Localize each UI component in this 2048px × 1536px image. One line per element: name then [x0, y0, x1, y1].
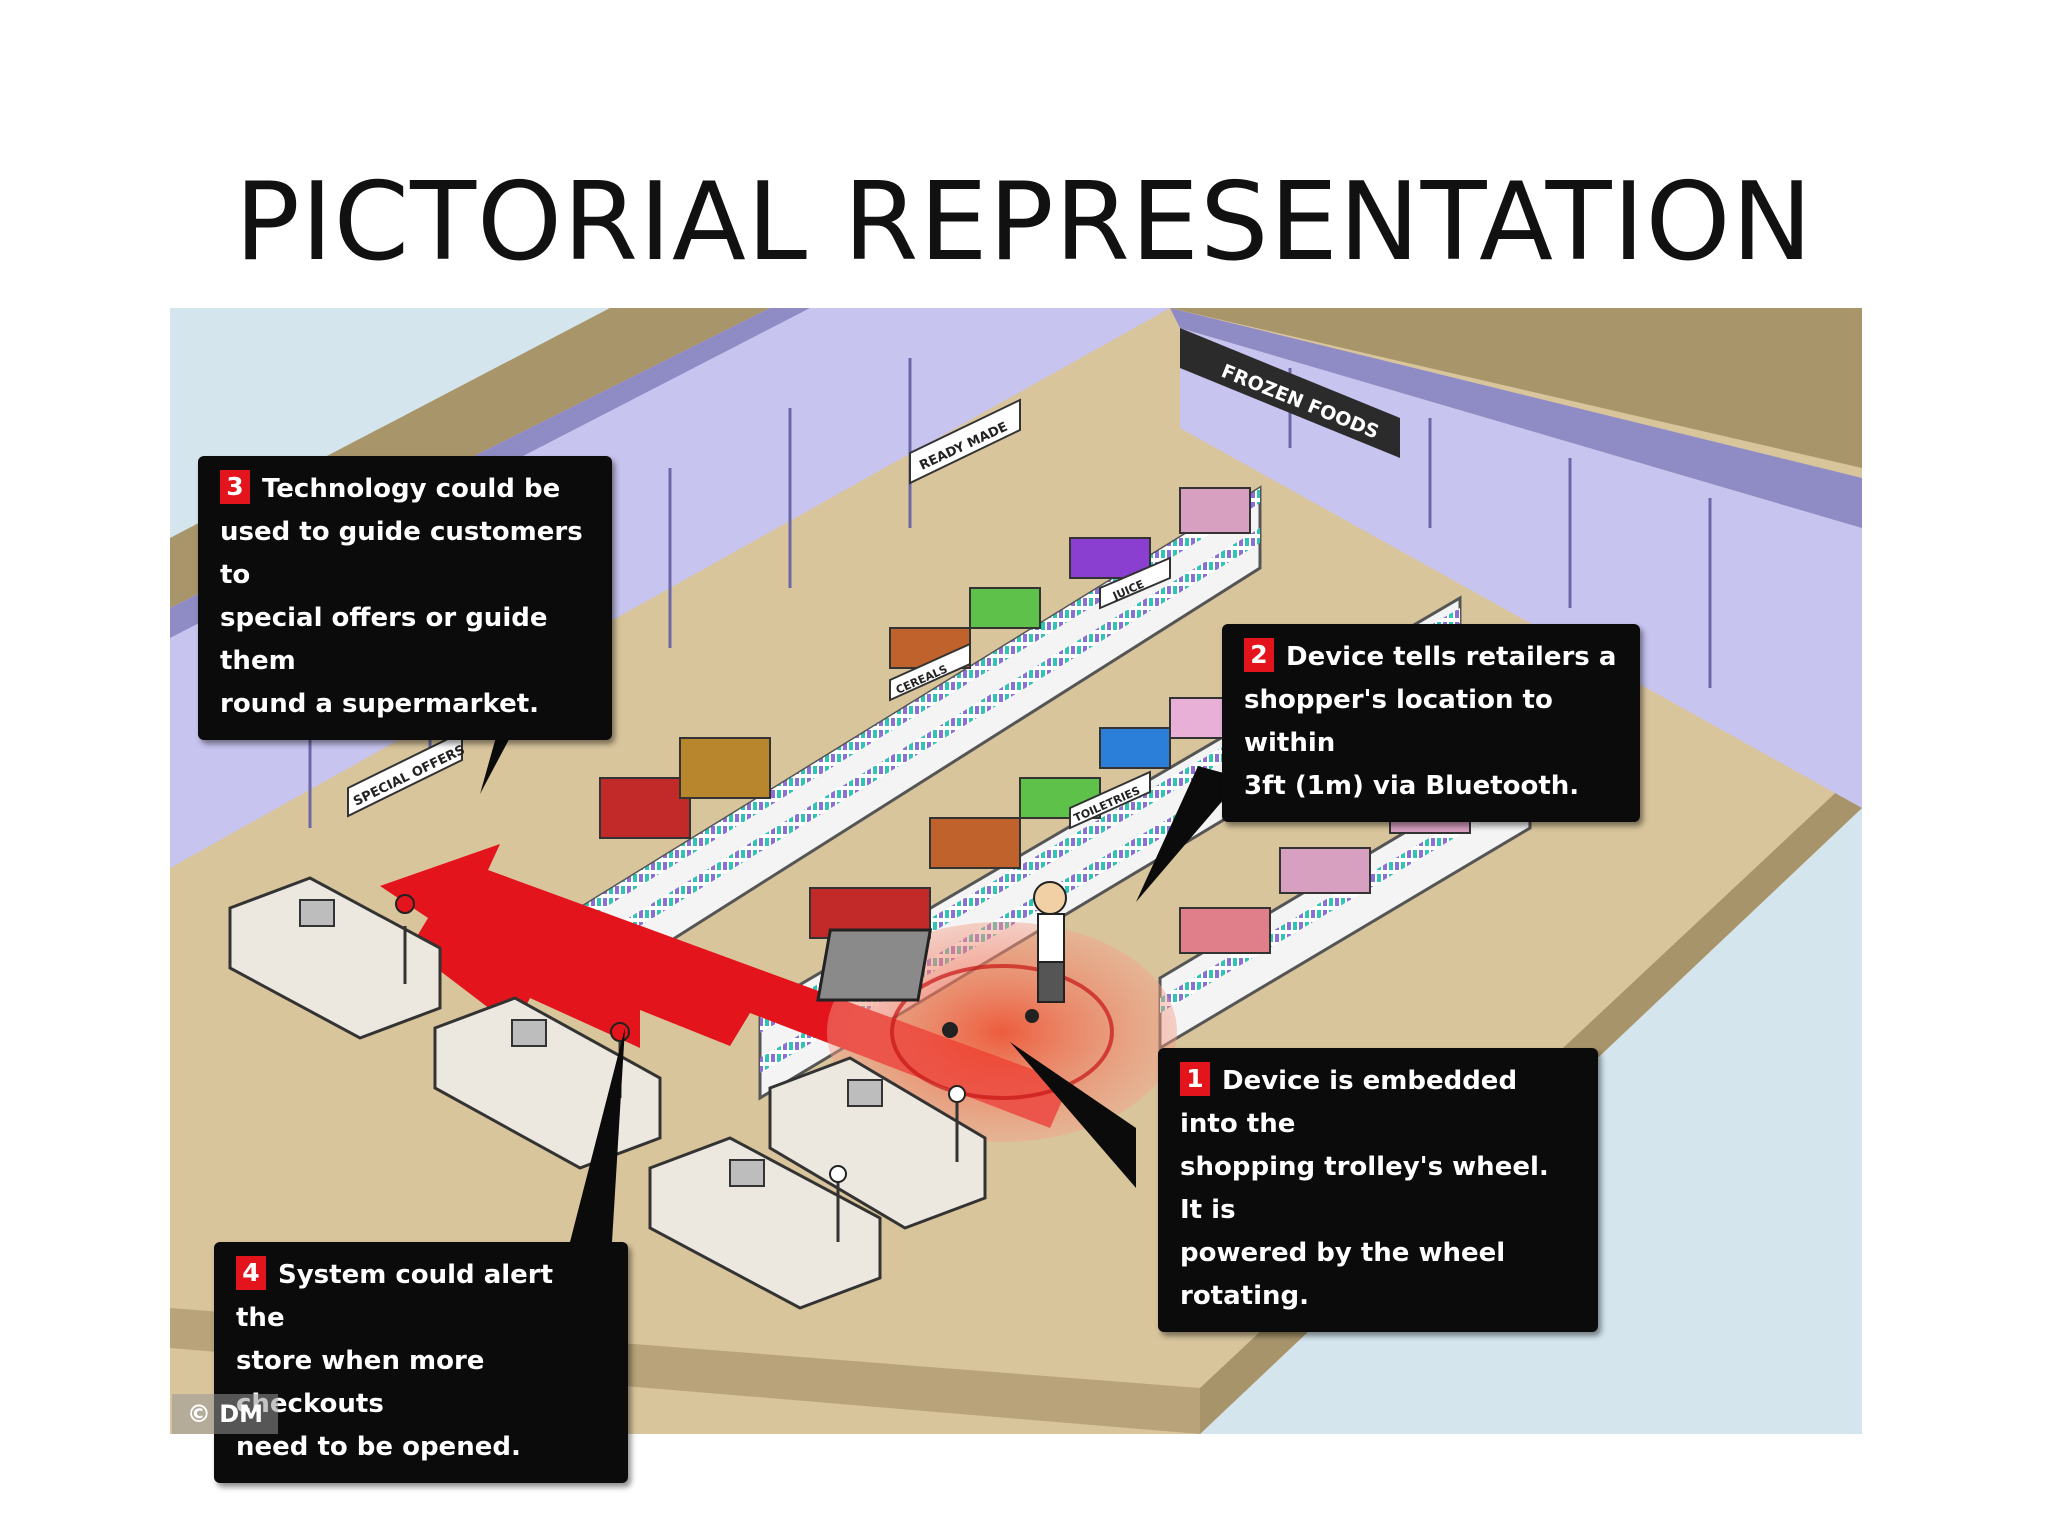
callout-2: 2 Device tells retailers a shopper's loca… — [1222, 624, 1640, 822]
callout-3: 3 Technology could be used to guide custo… — [198, 456, 612, 740]
callout-3-line-1: Technology could be — [262, 474, 561, 504]
callout-4-line-1: System could alert the — [236, 1260, 554, 1333]
callout-3-line-3: special offers or guide them — [220, 603, 548, 676]
shopper-with-trolley — [816, 881, 1067, 1038]
callout-1-line-3: powered by the wheel rotating. — [1180, 1238, 1506, 1311]
callout-2-number: 2 — [1244, 638, 1274, 672]
checkout-4 — [648, 1136, 882, 1310]
callout-1-line-2: shopping trolley's wheel. It is — [1180, 1152, 1549, 1225]
image-credit: © DM — [172, 1394, 278, 1434]
checkout-1 — [228, 876, 442, 1040]
pointer-2 — [1136, 766, 1242, 902]
checkout-counters — [228, 876, 987, 1310]
shelf-aisle-3 — [1158, 755, 1532, 1051]
slide-title: PICTORIAL REPRESENTATION — [234, 160, 1814, 286]
checkout-3 — [768, 1056, 987, 1230]
callout-3-line-2: used to guide customers to — [220, 517, 583, 590]
callout-4-line-3: need to be opened. — [236, 1432, 521, 1462]
pointer-4 — [570, 1028, 625, 1242]
callout-1-line-1: Device is embedded into the — [1180, 1066, 1518, 1139]
wall-frozen — [1180, 328, 1862, 808]
pointer-1 — [1010, 1042, 1136, 1188]
callout-2-line-1: Device tells retailers a — [1286, 642, 1617, 672]
callout-4-number: 4 — [236, 1256, 266, 1290]
supermarket-illustration: FROZEN FOODS READY MADE SPECIAL OFFERS C… — [170, 308, 1862, 1483]
callout-3-line-4: round a supermarket. — [220, 689, 540, 719]
callout-2-line-3: 3ft (1m) via Bluetooth. — [1244, 771, 1580, 801]
callout-3-number: 3 — [220, 470, 250, 504]
callout-1-number: 1 — [1180, 1062, 1210, 1096]
callout-2-line-2: shopper's location to within — [1244, 685, 1553, 758]
